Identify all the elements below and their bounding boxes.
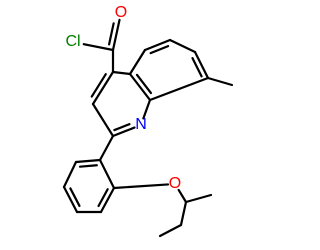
bond-c4-c3-double	[90, 73, 107, 98]
bond-c4a-c4	[111, 70, 132, 76]
bond-c8a-c4a-double	[135, 73, 153, 95]
bond-c7-c8-double	[191, 57, 203, 78]
atom-cl: Cl	[65, 33, 80, 50]
bond-p6-p1	[98, 158, 116, 190]
bond-c5-c6	[143, 38, 172, 52]
bond-c2-n	[111, 126, 136, 138]
bond-ch-m2	[179, 200, 188, 227]
atom-n: N	[135, 116, 147, 133]
bond-ch-m1	[184, 193, 213, 204]
bond-c4-c3	[91, 70, 115, 106]
atom-o-carbonyl: O	[115, 4, 127, 21]
bond-p6-oe	[112, 183, 170, 190]
bond-c2-p1	[98, 134, 115, 162]
bond-c10-o1	[111, 18, 121, 52]
bond-oe-ch	[177, 188, 188, 204]
bond-c6-c7	[168, 38, 197, 54]
bond-c8-me	[206, 76, 234, 87]
atom-o-ether: O	[169, 175, 181, 192]
bond-p5-p6	[99, 186, 116, 214]
bond-c10-o1-double	[107, 22, 115, 46]
bonds	[62, 18, 234, 238]
bond-m2-m2b	[158, 223, 183, 238]
bond-c2-n-double	[113, 123, 131, 132]
bond-c5-c6-double	[149, 45, 170, 55]
bond-c4a-c5	[128, 48, 147, 76]
bond-c7-c8	[193, 50, 210, 80]
bond-p3-p4	[62, 185, 79, 214]
bond-c8a-c4a	[128, 72, 152, 102]
bond-p2-p3	[62, 160, 78, 189]
bond-p1-p2	[74, 158, 102, 164]
bond-c8-c8a	[148, 76, 210, 102]
atom-labels: Cl O N O	[65, 4, 181, 192]
bond-p5-p6-double	[97, 188, 109, 208]
bond-p3-p4-double	[69, 187, 81, 208]
bond-c10-cl	[82, 43, 115, 52]
bond-n-c8a	[142, 98, 152, 120]
bond-p1-p2-double	[78, 164, 98, 168]
molecule-structure: Cl O N O	[62, 4, 234, 238]
bond-c3-c2	[91, 102, 115, 138]
